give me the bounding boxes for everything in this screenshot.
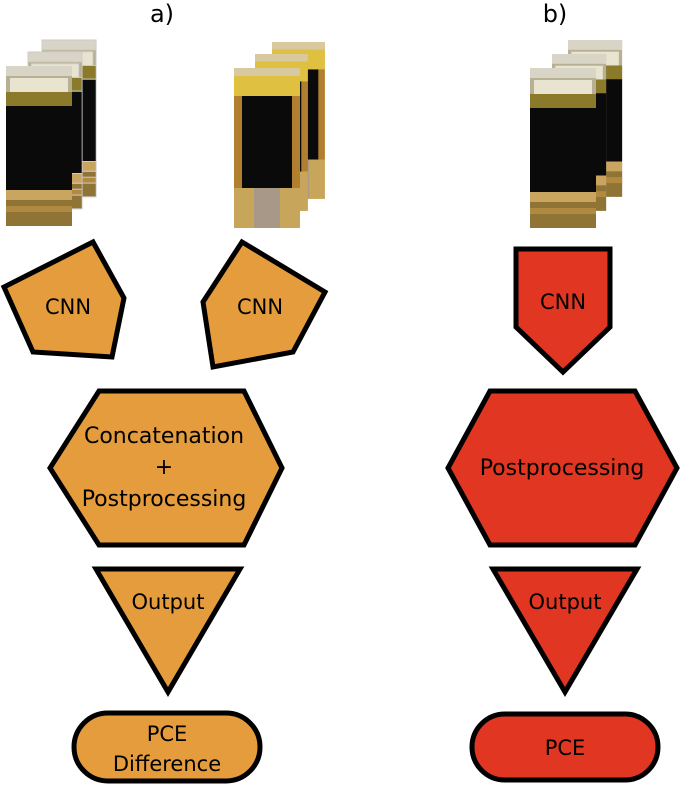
- panel-b-pce-shape: [469, 711, 661, 783]
- panel-b-cnn-shape: [513, 246, 613, 376]
- panel-a-output-label: Output: [132, 590, 205, 614]
- panel-a-right-image-stack: [234, 42, 325, 228]
- panel-a-concat-line2: +: [155, 455, 173, 480]
- panel-a-cnn-left-shape: [0, 238, 127, 360]
- panel-b-postprocessing-label: Postprocessing: [480, 456, 645, 481]
- panel-a-cnn-right-shape: [200, 238, 329, 370]
- panel-b-image-stack: [530, 40, 623, 228]
- panel-a-concatenation-shape: [47, 388, 285, 548]
- panel-a-pce-line1: PCE: [147, 722, 188, 746]
- panel-b-postprocessing-shape: [445, 388, 680, 548]
- panel-b-output-shape: [488, 566, 642, 697]
- panel-a-concat-line3: Postprocessing: [82, 487, 247, 512]
- panel-a-output-shape: [91, 566, 245, 697]
- panel-a-label: a): [150, 0, 174, 28]
- panel-b-cnn-label: CNN: [540, 290, 586, 314]
- panel-b-pce-label: PCE: [545, 736, 586, 760]
- panel-a-left-image-stack: [6, 39, 97, 226]
- panel-a-pce-line2: Difference: [113, 752, 221, 776]
- panel-a-concat-line1: Concatenation: [84, 424, 244, 449]
- panel-a-cnn-left-label: CNN: [45, 295, 91, 319]
- panel-b-output-label: Output: [529, 590, 602, 614]
- panel-a-cnn-right-label: CNN: [237, 295, 283, 319]
- panel-a-pce-shape: [71, 710, 263, 784]
- panel-b-label: b): [543, 0, 568, 28]
